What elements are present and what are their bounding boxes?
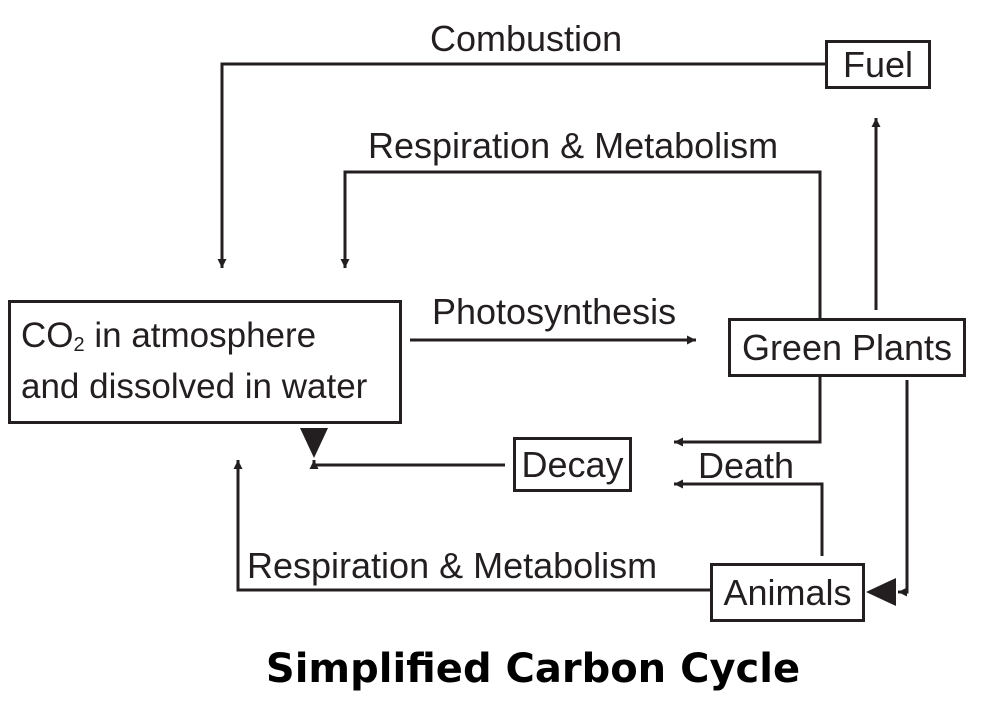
green-plants-box: Green Plants bbox=[728, 318, 966, 377]
label-combustion: Combustion bbox=[430, 18, 623, 59]
arrow-respiration-animals bbox=[233, 460, 710, 592]
co2-formula: CO bbox=[21, 316, 74, 356]
label-photosynthesis: Photosynthesis bbox=[432, 291, 677, 332]
arrow-combustion bbox=[217, 62, 825, 268]
label-respiration-top: Respiration & Metabolism bbox=[368, 125, 779, 166]
label-death: Death bbox=[698, 445, 795, 486]
co2-line-1-text: in atmosphere bbox=[84, 316, 317, 356]
fuel-box: Fuel bbox=[825, 40, 931, 89]
arrow-plants-to-animals bbox=[898, 380, 909, 597]
label-respiration-bottom: Respiration & Metabolism bbox=[247, 545, 658, 586]
arrow-respiration-plants bbox=[340, 170, 822, 318]
arrow-decay bbox=[309, 460, 505, 469]
animals-box: Animals bbox=[710, 563, 865, 622]
co2-subscript: 2 bbox=[73, 334, 85, 357]
decay-box: Decay bbox=[513, 437, 632, 492]
arrowhead-animals bbox=[866, 578, 896, 606]
arrow-animals-death bbox=[674, 479, 824, 556]
arrow-plants-death bbox=[674, 377, 822, 447]
co2-line-2: and dissolved in water bbox=[21, 367, 368, 406]
co2-line-1: CO2 in atmosphere bbox=[21, 311, 316, 362]
co2-box: CO2 in atmosphere and dissolved in water bbox=[8, 300, 402, 424]
diagram-title: Simplified Carbon Cycle bbox=[265, 646, 801, 692]
arrowhead-decay bbox=[300, 428, 328, 458]
